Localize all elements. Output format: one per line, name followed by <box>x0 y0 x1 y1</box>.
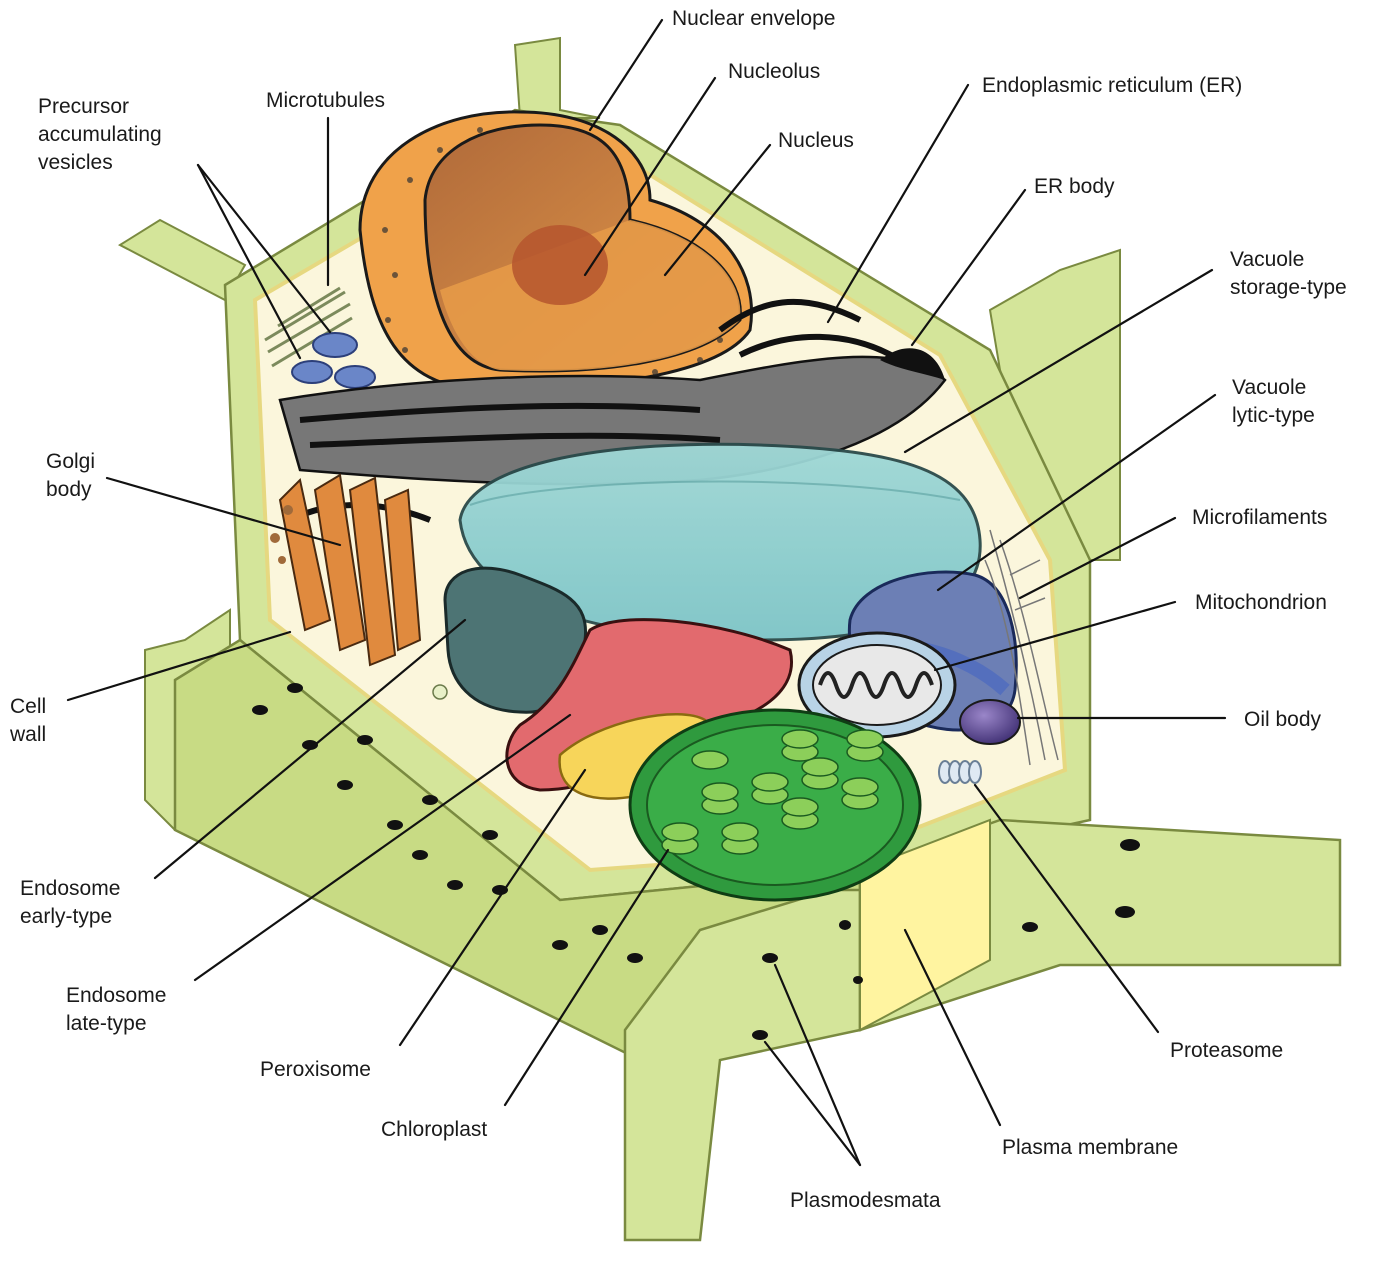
label-nuclear-envelope: Nuclear envelope <box>672 7 835 30</box>
nucleus <box>360 112 752 390</box>
label-vacuole-lytic-line2: lytic-type <box>1232 404 1315 427</box>
label-peroxisome: Peroxisome <box>260 1058 371 1081</box>
label-microtubules: Microtubules <box>266 89 385 112</box>
label-vacuole-storage-line1: Vacuole <box>1230 248 1304 271</box>
label-golgi-line1: Golgi <box>46 450 95 473</box>
label-plasmodesmata: Plasmodesmata <box>790 1189 941 1212</box>
label-vacuole-lytic: Vacuole lytic-type <box>1232 376 1315 427</box>
label-endosome-late-line1: Endosome <box>66 984 166 1007</box>
label-er: Endoplasmic reticulum (ER) <box>982 74 1242 97</box>
label-oil-body: Oil body <box>1244 708 1322 731</box>
label-golgi: Golgi body <box>46 450 101 501</box>
label-endosome-early-line2: early-type <box>20 905 112 928</box>
label-precursor-vesicles-line2: accumulating <box>38 123 162 146</box>
label-vacuole-lytic-line1: Vacuole <box>1232 376 1306 399</box>
label-endosome-early: Endosome early-type <box>20 877 126 928</box>
label-proteasome: Proteasome <box>1170 1039 1283 1062</box>
label-precursor-vesicles-line1: Precursor <box>38 95 129 118</box>
label-endosome-early-line1: Endosome <box>20 877 120 900</box>
oil-body <box>960 700 1020 744</box>
label-cell-wall-line1: Cell <box>10 695 46 718</box>
label-precursor-vesicles-line3: vesicles <box>38 151 113 174</box>
label-precursor-vesicles: Precursor accumulating vesicles <box>38 95 168 174</box>
label-golgi-line2: body <box>46 478 92 501</box>
label-er-body: ER body <box>1034 175 1115 198</box>
leader-plasmodesmata-2 <box>765 1042 860 1165</box>
chloroplast <box>630 710 920 900</box>
label-nucleus: Nucleus <box>778 129 854 152</box>
label-chloroplast: Chloroplast <box>381 1118 487 1141</box>
nucleolus <box>512 225 608 305</box>
label-cell-wall: Cell wall <box>9 695 52 746</box>
label-endosome-late: Endosome late-type <box>66 984 172 1035</box>
label-endosome-late-line2: late-type <box>66 1012 147 1035</box>
proteasome <box>939 761 981 783</box>
label-nucleolus: Nucleolus <box>728 60 820 83</box>
label-vacuole-storage: Vacuole storage-type <box>1230 248 1347 299</box>
label-cell-wall-line2: wall <box>9 723 46 746</box>
leader-er <box>828 85 968 322</box>
label-microfilaments: Microfilaments <box>1192 506 1327 529</box>
small-vesicle <box>433 685 447 699</box>
label-vacuole-storage-line2: storage-type <box>1230 276 1347 299</box>
label-plasma-membrane: Plasma membrane <box>1002 1136 1178 1159</box>
leader-nuclear-envelope <box>590 20 662 130</box>
label-mitochondrion: Mitochondrion <box>1195 591 1327 614</box>
